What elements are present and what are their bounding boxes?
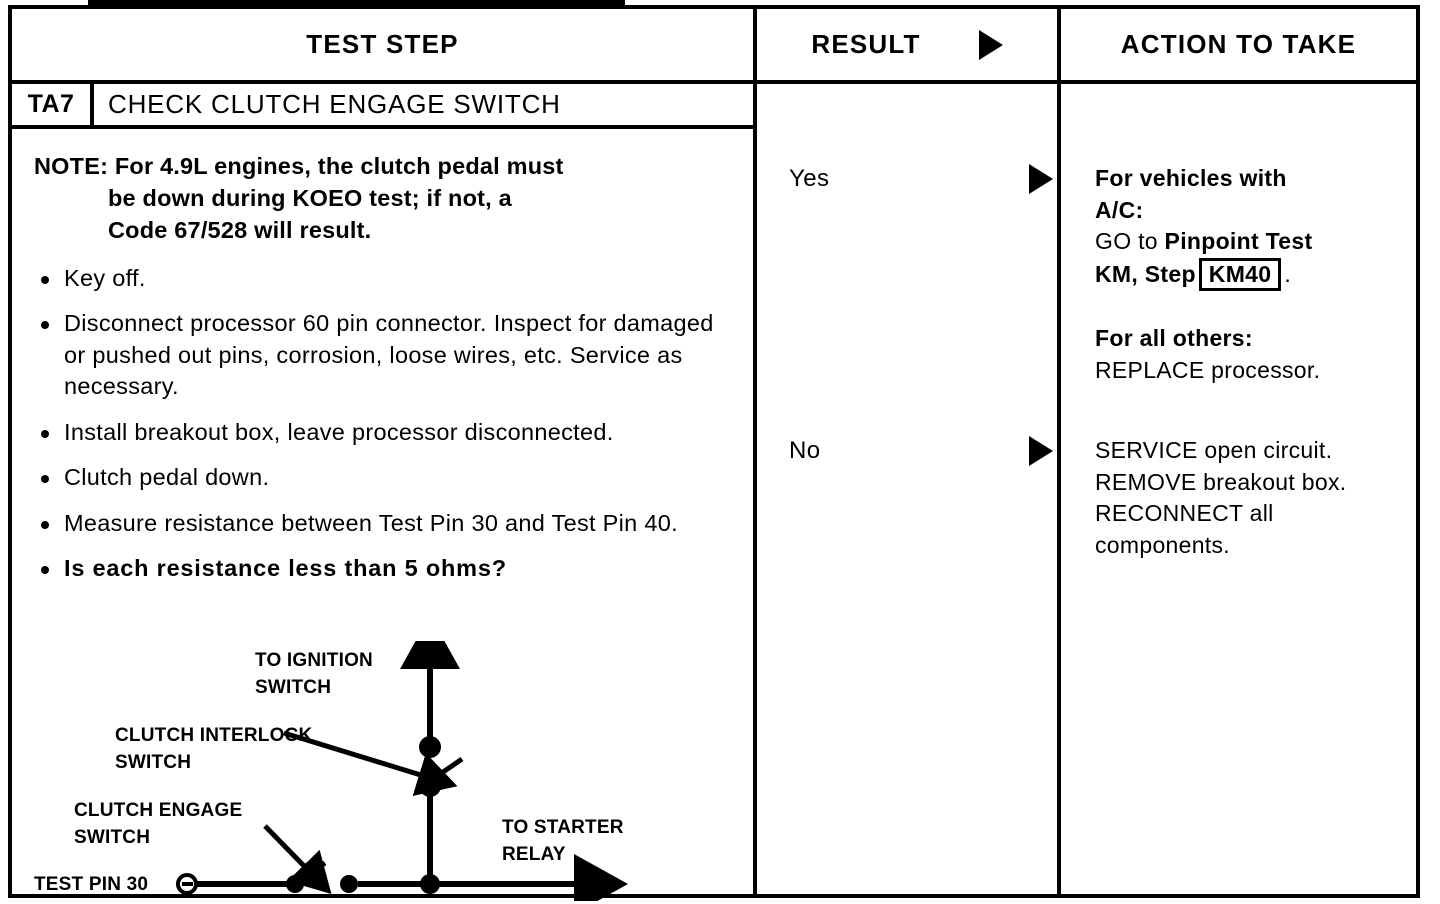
result-row-no: No [757, 436, 1057, 466]
result-column: Yes No [757, 129, 1057, 894]
note-line-2: be down during KOEO test; if not, a [108, 184, 512, 211]
action-yes-heading-2: For all others: [1095, 325, 1253, 352]
label-clutch-engage-line1: CLUTCH ENGAGE [74, 800, 242, 821]
action-block-yes: For vehicles with A/C: GO to Pinpoint Te… [1095, 163, 1406, 386]
list-item: Disconnect processor 60 pin connector. I… [34, 308, 735, 402]
label-test-pin-30: TEST PIN 30 [34, 874, 148, 895]
action-column: For vehicles with A/C: GO to Pinpoint Te… [1061, 129, 1416, 894]
page-edge-artifact [88, 0, 625, 6]
action-no-line-4: components. [1095, 531, 1230, 558]
header-action-to-take: ACTION TO TAKE [1120, 29, 1357, 59]
label-clutch-interlock-line2: SWITCH [115, 752, 191, 773]
test-step-body: NOTE: For 4.9L engines, the clutch pedal… [12, 129, 753, 901]
table-header-row: TEST STEP RESULT ACTION TO TAKE [12, 9, 1416, 84]
label-to-ignition-line2: SWITCH [255, 677, 331, 698]
list-item: Measure resistance between Test Pin 30 a… [34, 508, 735, 539]
label-clutch-engage-line2: SWITCH [74, 827, 150, 848]
leader-clutch-interlock [283, 730, 458, 797]
step-title-text: CHECK CLUTCH ENGAGE SWITCH [108, 89, 561, 119]
list-item: Clutch pedal down. [34, 462, 735, 493]
action-yes-body-2: REPLACE processor. [1095, 356, 1321, 383]
header-test-step: TEST STEP [306, 29, 459, 59]
triangle-right-icon [1029, 436, 1053, 466]
list-item: Key off. [34, 263, 735, 294]
clutch-interlock-switch-blade [428, 756, 464, 784]
list-item-question: Is each resistance less than 5 ohms? [34, 553, 735, 584]
label-to-starter-line2: RELAY [502, 844, 566, 865]
clutch-engage-switch-blade [293, 860, 327, 887]
list-item: Install breakout box, leave processor di… [34, 417, 735, 448]
header-result-label: RESULT [811, 29, 921, 59]
action-no-line-1: SERVICE open circuit. [1095, 437, 1333, 463]
action-yes-heading-1a: For vehicles with [1095, 165, 1287, 191]
action-yes-step-prefix: KM, Step [1095, 260, 1196, 287]
node-clutch-interlock-upper [419, 736, 441, 758]
note-line-1: NOTE: For 4.9L engines, the clutch pedal… [34, 153, 564, 179]
header-result: RESULT [757, 9, 1057, 80]
result-label-no: No [789, 437, 821, 464]
triangle-right-icon [1029, 164, 1053, 194]
column-divider-result-action [1057, 9, 1061, 894]
triangle-right-icon [978, 29, 1003, 60]
step-title-row: TA7 CHECK CLUTCH ENGAGE SWITCH [12, 84, 753, 129]
action-yes-spacer [1095, 291, 1406, 323]
leader-clutch-engage [263, 824, 332, 895]
label-to-starter-line1: TO STARTER [502, 817, 624, 838]
test-step-bullet-list: Key off. Disconnect processor 60 pin con… [34, 263, 735, 585]
step-code-badge: TA7 [12, 84, 94, 125]
action-yes-goto-prefix: GO to [1095, 228, 1165, 254]
action-no-line-3: RECONNECT all [1095, 500, 1274, 526]
node-clutch-engage-right [340, 875, 358, 893]
action-block-no: SERVICE open circuit. REMOVE breakout bo… [1095, 435, 1406, 561]
column-divider-test-result [753, 9, 757, 894]
step-reference-box[interactable]: KM40 [1198, 257, 1282, 292]
action-yes-heading-1b: A/C: [1095, 196, 1144, 223]
result-row-yes: Yes [757, 164, 1057, 194]
circuit-diagram: TO IGNITION SWITCH CLUTCH INTERLOCK SWIT… [12, 641, 712, 901]
note-line-3: Code 67/528 will result. [108, 216, 372, 243]
note-block: NOTE: For 4.9L engines, the clutch pedal… [34, 151, 735, 247]
result-label-yes: Yes [789, 165, 830, 192]
label-clutch-interlock-line1: CLUTCH INTERLOCK [115, 725, 312, 746]
action-yes-goto-bold: Pinpoint Test [1164, 228, 1313, 254]
label-to-ignition-line1: TO IGNITION [255, 650, 373, 671]
action-yes-goto-line: GO to Pinpoint Test [1095, 226, 1406, 258]
pinpoint-test-table: TEST STEP RESULT ACTION TO TAKE TA7 CHEC… [8, 5, 1420, 901]
action-no-line-2: REMOVE breakout box. [1095, 468, 1347, 495]
action-yes-step-suffix: . [1284, 260, 1292, 287]
